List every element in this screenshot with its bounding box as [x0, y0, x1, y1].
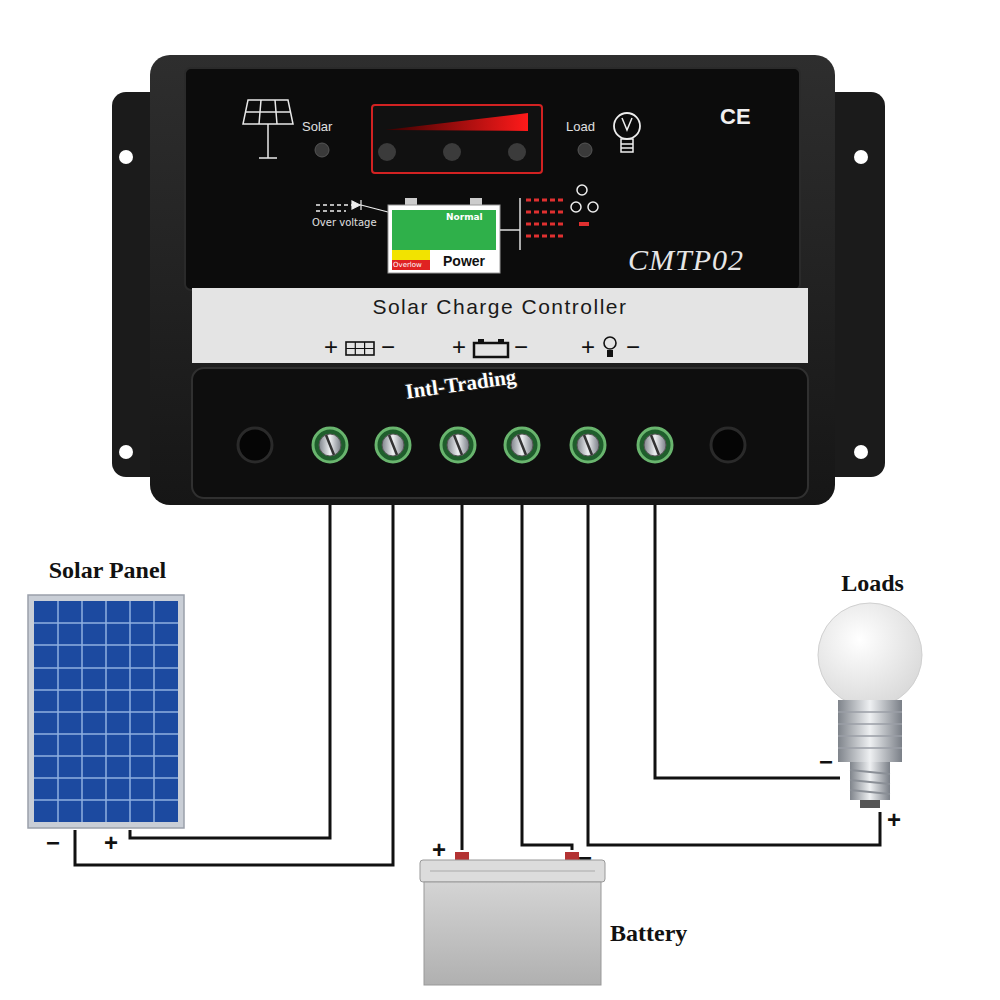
polarity-sign: − — [819, 748, 833, 776]
polarity-sign: + — [432, 836, 446, 864]
charge-controller-housing: CMTP02Solar Charge Controller NormalOverl… — [150, 55, 835, 505]
label-band: Solar Charge Controller — [192, 288, 808, 363]
battery: Battery — [415, 850, 715, 990]
status-text: Power — [443, 253, 485, 269]
indicator-label: Load — [566, 119, 595, 134]
polarity-sign: + — [324, 333, 338, 361]
polarity-sign: + — [104, 829, 118, 857]
status-text: Normal — [446, 212, 483, 222]
wire — [461, 505, 464, 850]
part-name: Battery — [610, 920, 687, 947]
solar-panel: Solar Panel — [25, 553, 190, 830]
wire — [130, 505, 330, 838]
wire — [522, 505, 572, 850]
band-title: Solar Charge Controller — [372, 295, 627, 319]
indicator-label: Over voltage — [312, 217, 377, 228]
ce-mark: CE — [720, 104, 751, 130]
polarity-sign: + — [452, 333, 466, 361]
load-bulb: Loads — [815, 565, 930, 812]
indicator-label: Solar — [302, 119, 332, 134]
wire — [588, 505, 880, 845]
polarity-sign: − — [381, 333, 395, 361]
battery-status-icon: NormalOverlow Power — [388, 203, 500, 273]
model-number: CMTP02 — [628, 243, 744, 277]
wire — [655, 505, 815, 778]
polarity-sign: − — [514, 333, 528, 361]
polarity-sign: − — [46, 829, 60, 857]
watermark: Intl-Trading — [404, 364, 518, 404]
polarity-sign: + — [887, 806, 901, 834]
status-text: Overlow — [393, 261, 422, 269]
part-name: Loads — [841, 570, 904, 597]
polarity-sign: − — [626, 333, 640, 361]
part-name: Solar Panel — [49, 557, 167, 584]
polarity-sign: − — [578, 844, 592, 872]
polarity-sign: + — [581, 333, 595, 361]
